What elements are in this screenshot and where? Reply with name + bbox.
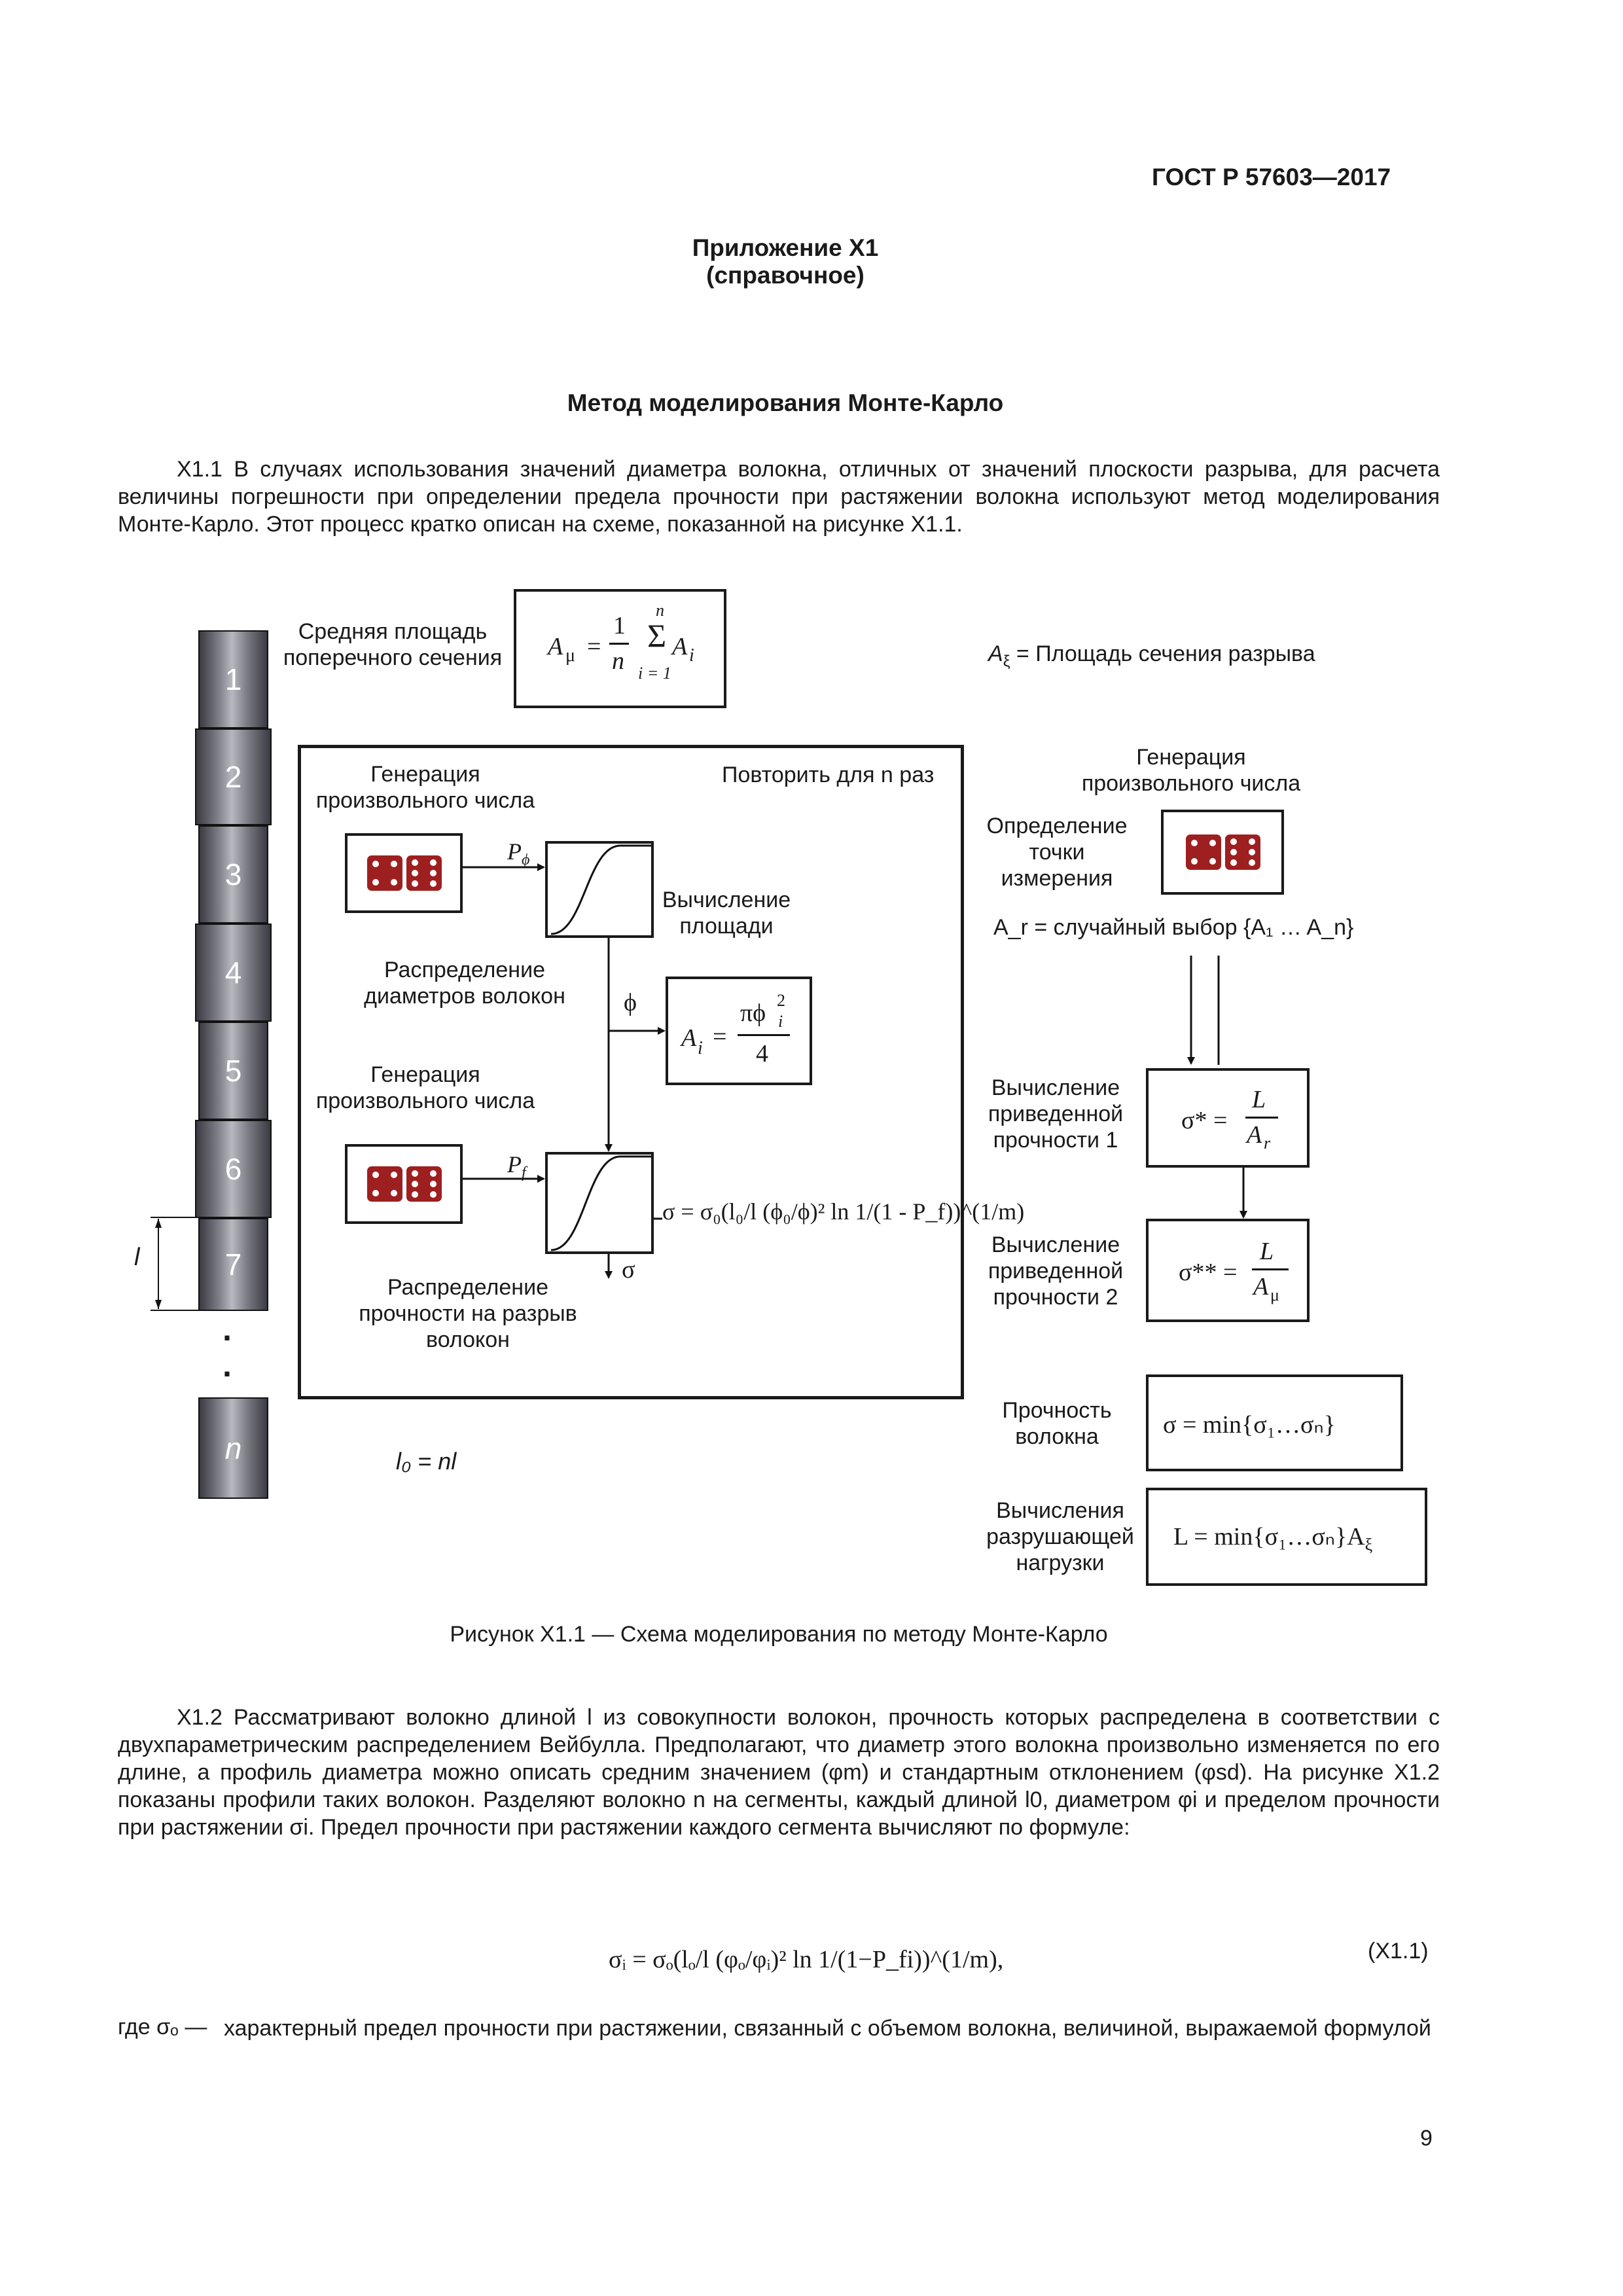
load-min-formula: L = min{σ₁…σₙ}Aξ <box>1173 1523 1373 1554</box>
area-num-sub: i <box>778 1012 783 1031</box>
sigma-star2-num: L <box>1260 1238 1274 1265</box>
strength-distribution-label: Распределение прочности на разрыв волоко… <box>359 1275 577 1352</box>
fiber-segment: 4 <box>195 924 272 1022</box>
fiber-strength-label: Прочность волокна <box>1002 1398 1112 1449</box>
p-phi-label: Pϕ <box>507 838 530 869</box>
dice-icon <box>406 1166 442 1202</box>
document-code: ГОСТ Р 57603—2017 <box>1152 164 1391 190</box>
segment-length-label: l <box>134 1244 140 1271</box>
diagram-arrows <box>463 863 1247 1279</box>
p-f-label: Pf <box>507 1151 526 1182</box>
fiber-segment: 7 <box>198 1218 268 1311</box>
area-den: 4 <box>756 1040 768 1067</box>
sigma-min-box: σ = min{σ₁…σₙ} <box>1146 1374 1403 1471</box>
break-load-label: Вычисления разрушающей нагрузки <box>986 1498 1134 1575</box>
fiber-segment: 5 <box>198 1022 268 1120</box>
mean-area-lhs: A <box>548 633 563 660</box>
continuation-dot: · <box>223 1355 234 1392</box>
gen-random-label-3: Генерация произвольного числа <box>1081 745 1301 796</box>
where-description: характерный предел прочности при растяже… <box>224 2016 1431 2041</box>
area-lhs-sub: i <box>698 1038 703 1058</box>
appendix-subtitle: (справочное) <box>706 262 865 289</box>
sigma-star-box: σ* = L A r <box>1146 1068 1310 1168</box>
sigma-star-lhs: σ* = <box>1181 1107 1228 1134</box>
fiber-segment: 1 <box>198 630 268 728</box>
dice-icon <box>1186 834 1221 870</box>
phi-symbol: ϕ <box>624 989 637 1016</box>
reduced-strength-1-label: Вычисление приведенной прочности 1 <box>988 1075 1124 1153</box>
area-lhs: A <box>681 1024 697 1052</box>
load-min-box: L = min{σ₁…σₙ}Aξ <box>1146 1488 1427 1586</box>
area-num-sup: 2 <box>777 991 785 1010</box>
paragraph-x1-2: Х1.2 Рассматривают волокно длиной l из с… <box>118 1705 1440 1840</box>
random-dice-3 <box>1161 810 1284 895</box>
mean-area-eq: = <box>587 633 601 660</box>
where-lead: где σₒ — <box>118 2015 207 2039</box>
random-dice-2 <box>345 1144 463 1224</box>
sigma-star-den-sub: r <box>1264 1134 1271 1153</box>
fraction-bar <box>1252 1268 1289 1270</box>
continuation-dot: · <box>223 1319 234 1356</box>
sigma-symbol: σ <box>622 1256 635 1283</box>
break-area-label: Aξ = Площадь сечения разрыва <box>988 641 1315 670</box>
equation-x1-1: σᵢ = σₒ(lₒ/l (φₒ/φᵢ)² ln 1/(1−P_fi))^(1/… <box>609 1946 1004 1973</box>
fiber-segment: n <box>198 1397 268 1499</box>
diameter-distribution-label: Распределение диаметров волокон <box>364 958 565 1009</box>
equation-number: (Х1.1) <box>1368 1939 1429 1964</box>
dice-icon <box>1225 834 1260 870</box>
segment-length-dimension <box>151 1217 206 1311</box>
sigma-star2-den: A <box>1253 1273 1269 1300</box>
fraction-bar <box>609 643 629 645</box>
fiber-segment: 6 <box>195 1120 272 1218</box>
cdf-curve-icon <box>550 1155 651 1251</box>
strength-formula: σ = σ₀(l₀/l (ϕ₀/ϕ)² ln 1/(1 - P_f))^(1/m… <box>662 1198 1025 1225</box>
sum-bottom: i = 1 <box>638 664 671 683</box>
fiber-segment: 3 <box>198 825 268 924</box>
page-number: 9 <box>1420 2126 1433 2151</box>
paragraph-x1-1: Х1.1 В случаях использования значений ди… <box>118 457 1440 537</box>
sigma-star-num: L <box>1252 1086 1266 1113</box>
mean-area-term-sub: i <box>689 645 694 666</box>
fiber-segment: 2 <box>195 728 272 825</box>
area-num: πϕ <box>740 999 766 1027</box>
dice-icon <box>406 855 442 891</box>
mean-area-den: n <box>612 647 624 675</box>
ar-random-label: A_r = случайный выбор {A₁ … A_n} <box>993 915 1354 940</box>
sigma-min-formula: σ = min{σ₁…σₙ} <box>1163 1411 1336 1439</box>
mean-area-label: Средняя площадь поперечного сечения <box>283 619 503 670</box>
random-dice-1 <box>345 833 463 913</box>
appendix-title: Приложение Х1 <box>692 234 879 261</box>
mean-area-lhs-sub: μ <box>565 645 576 666</box>
area-formula-box: A i = πϕ 2 i 4 <box>666 977 812 1085</box>
mean-area-term: A <box>672 633 688 660</box>
cdf-strength-box <box>545 1152 654 1254</box>
dice-icon <box>367 1166 402 1202</box>
cdf-diameter-box <box>545 841 654 938</box>
fraction-bar <box>1245 1117 1278 1119</box>
sum-sign: Σ <box>647 617 667 654</box>
sigma-star2-den-sub: μ <box>1270 1285 1279 1304</box>
reduced-strength-2-label: Вычисление приведенной прочности 2 <box>988 1232 1124 1310</box>
dice-icon <box>367 855 402 891</box>
cdf-curve-icon <box>550 844 651 935</box>
l0-label: l₀ = nl <box>396 1448 457 1475</box>
fraction-bar <box>738 1034 790 1036</box>
figure-caption: Рисунок Х1.1 — Схема моделирования по ме… <box>450 1622 1108 1647</box>
repeat-label: Повторить для n раз <box>722 762 935 787</box>
sigma-star2-box: σ** = L A μ <box>1146 1219 1310 1322</box>
sigma-star-den: A <box>1247 1121 1262 1149</box>
gen-random-label-1: Генерация произвольного числа <box>315 762 535 813</box>
section-title: Метод моделирования Монте-Карло <box>567 389 1004 416</box>
area-calc-label: Вычисление площади <box>662 888 791 939</box>
sigma-star2-lhs: σ** = <box>1179 1259 1238 1286</box>
mean-area-num: 1 <box>613 612 626 639</box>
gen-random-label-2: Генерация произвольного числа <box>315 1062 535 1113</box>
sum-top: n <box>656 601 664 620</box>
area-eq: = <box>713 1023 727 1050</box>
mean-area-formula-box: A μ = 1 n n Σ i = 1 A i <box>514 589 726 708</box>
measurement-point-label: Определение точки измерения <box>986 814 1128 891</box>
